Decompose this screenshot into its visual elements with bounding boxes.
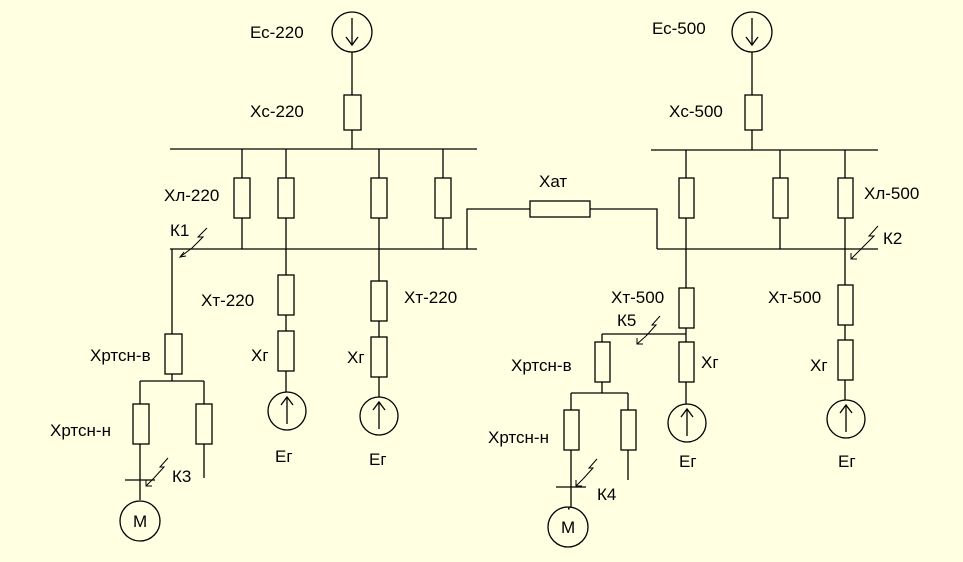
label-xrtsn-n-left: Хртсн-н <box>50 421 111 440</box>
xc500-resistor <box>744 94 763 131</box>
label-eg-left: Ег <box>275 447 293 466</box>
label-m-right: М <box>561 518 575 537</box>
k2-fault-icon <box>850 225 879 260</box>
motor-right-dot: · <box>566 498 572 517</box>
eg-mid-source-icon <box>667 403 707 443</box>
gen-branch-220-right <box>370 249 388 398</box>
label-eg-right: Ег <box>369 450 387 469</box>
label-m-left: М <box>133 512 147 531</box>
motor-right-icon <box>547 506 589 548</box>
label-xg-mid: Хг <box>701 353 719 372</box>
label-k3: К3 <box>172 467 191 486</box>
gen-branch-500-mid <box>602 249 695 404</box>
label-k5: К5 <box>617 311 636 330</box>
label-ec500: Ес-500 <box>652 19 706 38</box>
label-xc500: Хс-500 <box>669 102 723 121</box>
label-k4: К4 <box>597 485 616 504</box>
label-xg-right: Хг <box>347 348 365 367</box>
eg-right-source-icon <box>359 396 399 436</box>
label-xt500-mid: Хт-500 <box>611 288 664 307</box>
label-k2: К2 <box>883 229 902 248</box>
ec500-source-icon <box>731 11 773 53</box>
eg-far-source-icon <box>826 399 866 439</box>
aux-branch-left <box>125 249 213 500</box>
gen-branch-220-left <box>277 249 295 393</box>
k3-fault-icon <box>145 457 169 487</box>
label-eg-far: Ег <box>838 452 856 471</box>
label-xt220-left: Хт-220 <box>201 291 254 310</box>
k4-fault-icon <box>575 458 598 487</box>
xat-link <box>466 200 658 249</box>
line-500-branches <box>678 150 854 249</box>
line-220-branches <box>233 149 452 249</box>
gen-branch-500-far <box>837 249 854 400</box>
aux-branch-right <box>556 334 637 507</box>
label-xl220: Хл-220 <box>164 186 219 205</box>
label-xc220: Хс-220 <box>250 102 304 121</box>
label-xrtsn-v-right: Хртсн-в <box>511 356 572 375</box>
motor-left-icon <box>119 500 161 542</box>
label-k1: К1 <box>170 221 189 240</box>
label-xrtsn-n-right: Хртсн-н <box>488 428 549 447</box>
label-xt500-right: Хт-500 <box>768 288 821 307</box>
label-xl500: Хл-500 <box>864 184 919 203</box>
ec220-source-icon <box>331 11 373 53</box>
xc220-resistor <box>343 94 362 131</box>
label-xat: Хат <box>539 172 567 191</box>
label-xrtsn-v-left: Хртсн-в <box>90 346 151 365</box>
label-ec220: Ес-220 <box>250 23 304 42</box>
label-xt220-right: Хт-220 <box>404 288 457 307</box>
k5-fault-icon <box>636 315 661 345</box>
eg-left-source-icon <box>267 391 307 431</box>
label-eg-mid: Ег <box>679 452 697 471</box>
label-xg-far: Хг <box>810 356 828 375</box>
label-xg-left: Хг <box>251 346 269 365</box>
k1-fault-icon <box>178 227 208 258</box>
